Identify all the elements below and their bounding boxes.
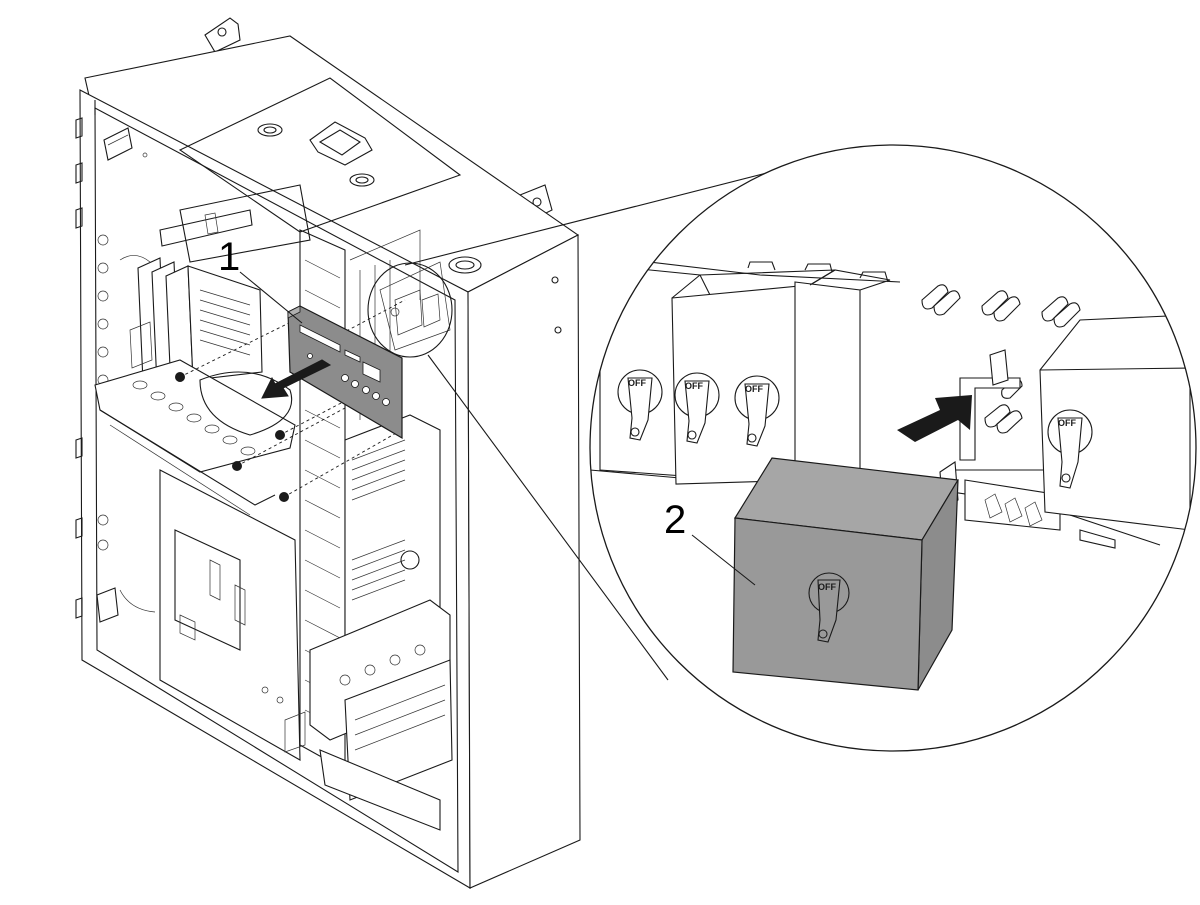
switch-handle-cover: OFF (808, 572, 850, 643)
magnifier-line-top (404, 161, 811, 266)
svg-text:OFF: OFF (628, 378, 646, 388)
callout-1-leader (239, 271, 303, 324)
removal-arrow-icon (261, 359, 332, 399)
part-1-bracket (287, 305, 403, 440)
part-2-cover: OFF (732, 457, 959, 691)
gland-plate (94, 359, 296, 516)
detail-highlight-circle (367, 262, 453, 358)
svg-text:OFF: OFF (745, 384, 763, 394)
callout-1-label: 1 (218, 235, 240, 279)
magnifier-line-bottom (427, 354, 669, 681)
mounting-lug-top-left (204, 17, 241, 53)
callout-2-leader (691, 534, 756, 586)
switch-block-2 (794, 281, 861, 483)
switch-handle-1: OFF (617, 369, 663, 441)
drive-modules-left (119, 255, 263, 391)
callout-2-label: 2 (664, 498, 686, 542)
enclosure-cabinet: 1 (75, 17, 581, 889)
switch-handle-4: OFF (1047, 409, 1093, 489)
switch-handle-3: OFF (734, 375, 780, 447)
enclosure-opening (94, 107, 459, 873)
detail-circle-outline (589, 144, 1197, 752)
insert-arrow-icon (897, 395, 972, 442)
fuse-clips (921, 284, 1081, 434)
svg-text:OFF: OFF (685, 381, 703, 391)
svg-text:OFF: OFF (818, 582, 836, 592)
switch-area-small (379, 261, 451, 351)
right-interior (284, 229, 453, 831)
svg-text:OFF: OFF (1058, 418, 1076, 428)
controller-module (159, 469, 301, 761)
enclosure-right-side (467, 234, 581, 889)
switch-handle-2: OFF (674, 372, 720, 444)
